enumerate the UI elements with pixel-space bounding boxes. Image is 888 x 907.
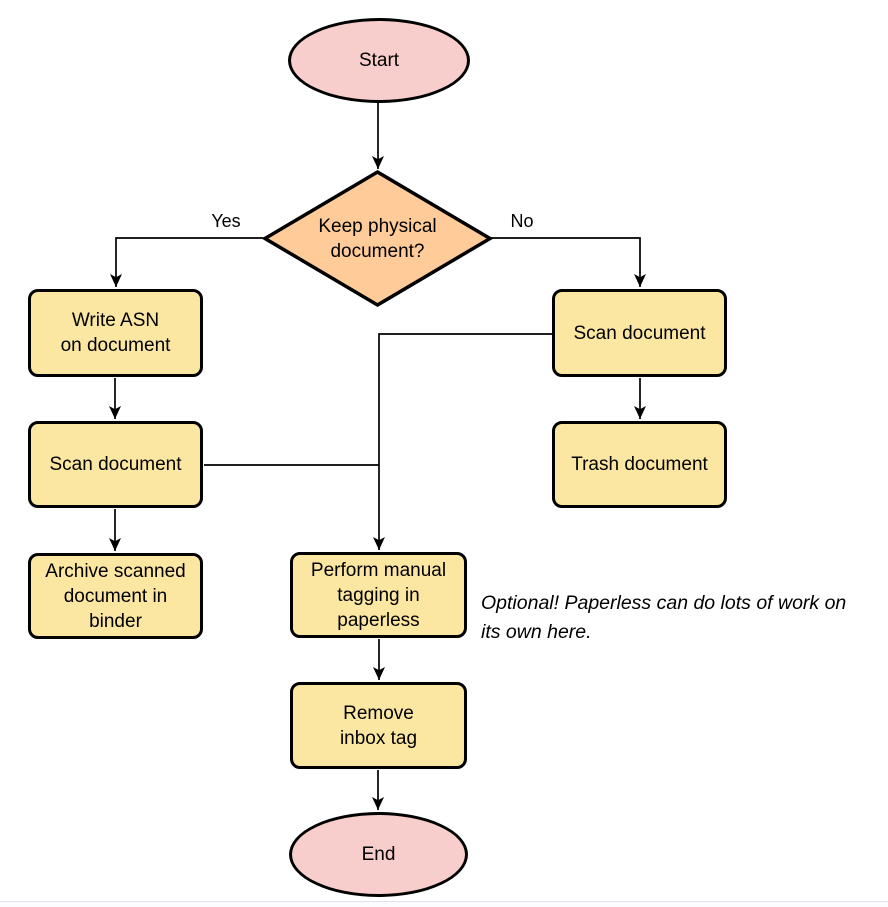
- node-archive-in-binder-label: Archive scanned document in binder: [45, 560, 186, 632]
- node-archive-in-binder: Archive scanned document in binder: [28, 553, 203, 639]
- node-manual-tagging-label: Perform manual tagging in paperless: [310, 559, 447, 631]
- node-scan-document-left: Scan document: [28, 421, 203, 508]
- node-write-asn: Write ASN on document: [28, 289, 203, 377]
- node-start-label: Start: [358, 50, 400, 71]
- node-trash-document-label: Trash document: [571, 454, 708, 475]
- node-start: Start: [288, 18, 470, 103]
- node-trash-document: Trash document: [552, 421, 727, 508]
- node-remove-inbox-tag-label: Remove inbox tag: [339, 702, 418, 749]
- edge-label-yes: Yes: [211, 211, 241, 231]
- edge-decision-yes-to-write-asn: [110, 237, 266, 287]
- node-manual-tagging: Perform manual tagging in paperless: [290, 552, 467, 638]
- node-decision-label: Keep physical document?: [318, 215, 437, 262]
- edge-label-no: No: [510, 211, 534, 231]
- node-remove-inbox-tag: Remove inbox tag: [290, 682, 467, 769]
- node-scan-document-right-label: Scan document: [573, 322, 706, 344]
- node-decision: Keep physical document?: [265, 172, 490, 305]
- edge-decision-no-to-scan-right: [489, 237, 646, 287]
- optional-note: Optional! Paperless can do lots of work …: [481, 592, 847, 643]
- bottom-divider: [0, 901, 888, 907]
- node-scan-document-left-label: Scan document: [49, 454, 182, 475]
- edge-scan-right-to-tagging: [373, 333, 552, 550]
- node-scan-document-right: Scan document: [552, 289, 727, 377]
- node-write-asn-label: Write ASN on document: [60, 310, 171, 356]
- decision-diamond-shape: [261, 169, 494, 308]
- node-end-label: End: [361, 844, 396, 865]
- node-end: End: [289, 812, 468, 897]
